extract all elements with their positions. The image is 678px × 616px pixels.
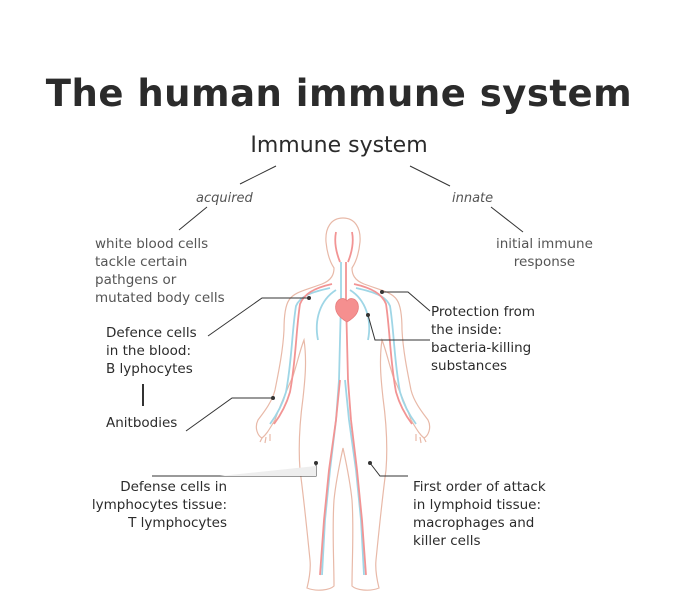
protection-connector-top <box>382 291 431 312</box>
antibodies-label: Anitbodies <box>106 415 178 431</box>
artery-head-left <box>334 231 341 263</box>
defence-dot <box>307 296 311 300</box>
defense-tissue-dot <box>314 461 318 465</box>
innate-branch-label: innate <box>452 191 494 206</box>
first-order-label: First order of attack in lymphoid tissue… <box>413 479 546 549</box>
tree-connectors <box>178 165 524 233</box>
artery-left-arm <box>273 283 333 425</box>
vein-chest-right <box>349 289 371 341</box>
protection-label: Protection from the inside: bacteria-kil… <box>431 304 536 374</box>
heart-icon <box>335 298 359 323</box>
first-order-dot <box>368 461 372 465</box>
innate-description: initial immune response <box>496 236 593 270</box>
defence-connector <box>207 297 309 337</box>
vein-chest-left <box>315 289 337 341</box>
acquired-description: white blood cells tackle certain pathgen… <box>95 236 225 306</box>
vein-right-leg <box>344 379 365 576</box>
left-hand-fingers <box>259 434 271 444</box>
antibodies-connector <box>185 397 273 432</box>
artery-left-leg <box>319 379 341 576</box>
defense-tissue-label: Defense cells in lymphocytes tissue: T l… <box>91 479 227 531</box>
acquired-desc-connector-line <box>178 206 208 231</box>
defence-cells-label: Defence cells in the blood: B lyphocytes <box>106 325 197 377</box>
artery-head-right <box>347 231 354 263</box>
acquired-connector-line <box>239 165 277 185</box>
protection-connector-bottom <box>367 314 430 341</box>
first-order-connector <box>369 462 408 477</box>
right-hand-fingers <box>415 434 427 444</box>
root-node-label: Immune system <box>250 133 428 158</box>
antibodies-dot <box>271 396 275 400</box>
artery-right-arm <box>353 283 413 425</box>
innate-desc-connector-line <box>490 206 524 233</box>
protection-dot-bottom <box>366 313 370 317</box>
acquired-branch-label: acquired <box>196 191 253 206</box>
innate-connector-line <box>409 165 451 187</box>
tissue-shadow <box>220 466 316 476</box>
protection-dot-top <box>380 290 384 294</box>
arteries <box>273 231 413 576</box>
diagram-title: The human immune system <box>45 72 633 115</box>
